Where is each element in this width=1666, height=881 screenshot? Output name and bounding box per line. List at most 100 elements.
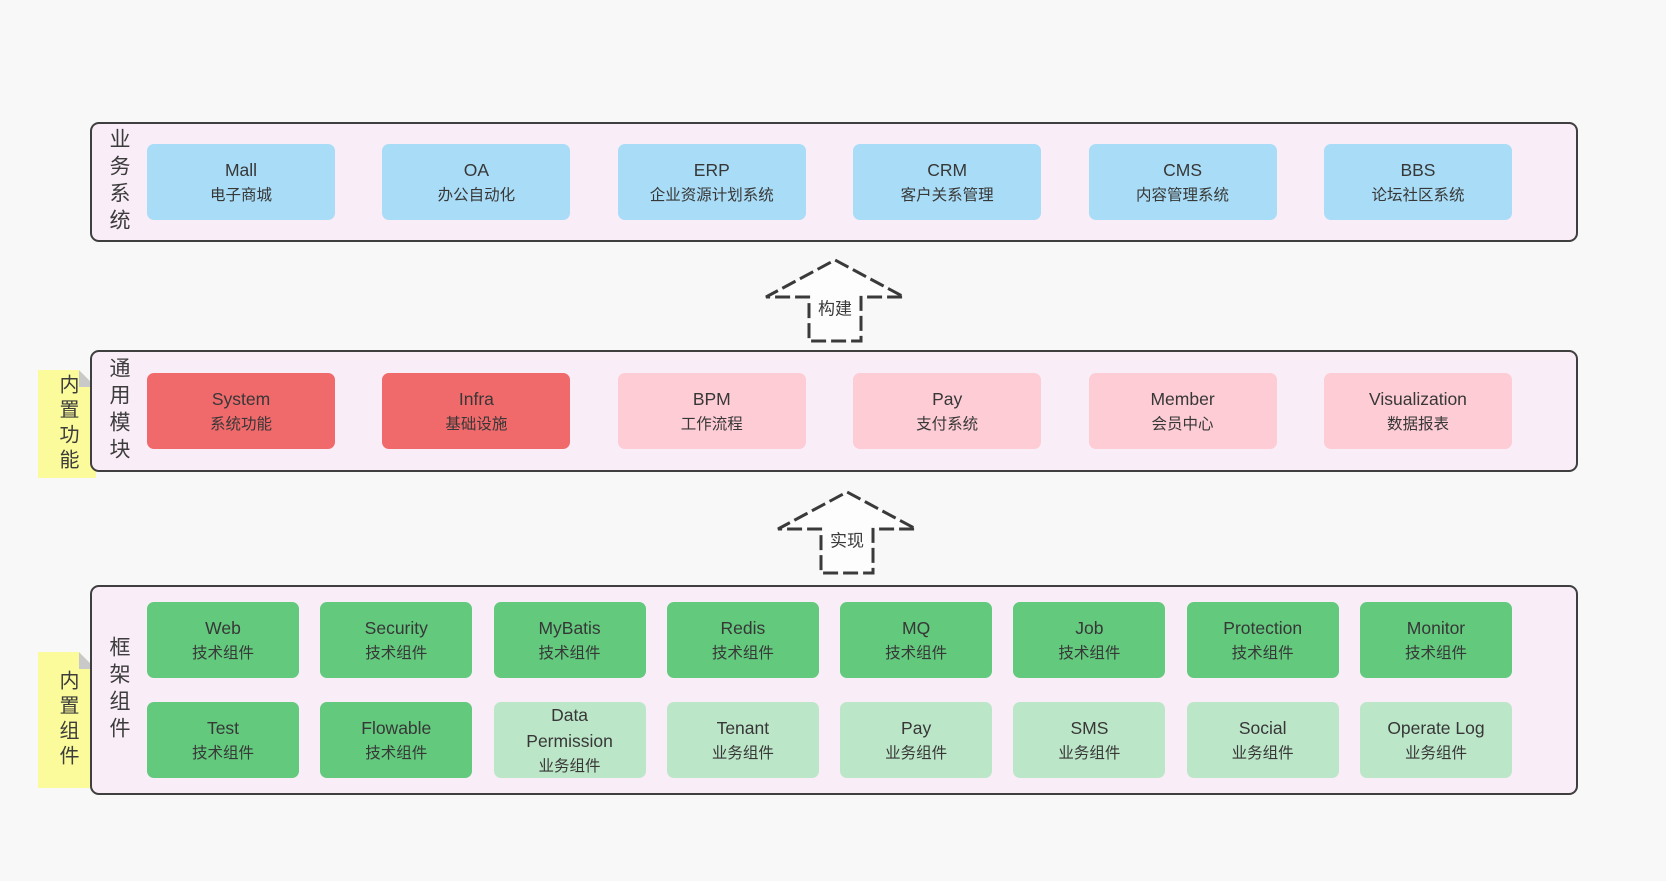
box-title: Social [1238, 718, 1287, 739]
box-sms: SMS 业务组件 [1013, 702, 1166, 778]
box-title: Tenant [716, 718, 770, 739]
panel-label: 通用模块 [107, 357, 130, 465]
box-subtitle: 技术组件 [1404, 644, 1467, 662]
sticky-note-label: 内置功能 [56, 374, 78, 474]
box-title: Pay [901, 718, 932, 739]
box-title: Visualization [1368, 389, 1467, 410]
box-protection: Protection 技术组件 [1186, 602, 1339, 678]
box-visualization: Visualization 数据报表 [1323, 373, 1512, 449]
box-subtitle: 办公自动化 [437, 186, 516, 204]
box-member: Member 会员中心 [1088, 373, 1277, 449]
box-title: Job [1075, 618, 1104, 639]
box-subtitle: 支付系统 [916, 415, 979, 433]
box-social: Social 业务组件 [1186, 702, 1339, 778]
box-test: Test 技术组件 [147, 702, 299, 778]
box-security: Security 技术组件 [320, 602, 473, 678]
box-cms: CMS 内容管理系统 [1088, 144, 1277, 220]
box-title: Redis [720, 618, 766, 639]
box-title: MQ [902, 618, 931, 639]
arrow-label: 实现 [826, 525, 868, 553]
common-modules-panel: 通用模块 System 系统功能 Infra 基础设施 BPM 工作流程 Pay… [90, 350, 1578, 472]
box-subtitle: 系统功能 [209, 415, 272, 433]
box-title: Flowable [361, 718, 432, 739]
box-title: Operate Log [1387, 718, 1485, 739]
framework-boxes: Web 技术组件 Security 技术组件 MyBatis 技术组件 Redi… [137, 587, 1576, 793]
box-subtitle: 业务组件 [711, 744, 774, 762]
sticky-note-builtin-components: 内置组件 [38, 652, 96, 788]
box-subtitle: 业务组件 [1058, 744, 1121, 762]
box-bbs: BBS 论坛社区系统 [1323, 144, 1512, 220]
framework-row-2: Test 技术组件 Flowable 技术组件 Data Permission … [147, 702, 1512, 778]
box-title: Member [1150, 389, 1215, 410]
box-subtitle: 内容管理系统 [1136, 186, 1230, 204]
box-title: Infra [458, 389, 494, 410]
box-subtitle: 技术组件 [885, 644, 948, 662]
box-operate-log: Operate Log 业务组件 [1359, 702, 1512, 778]
box-title: ERP [693, 160, 730, 181]
box-subtitle: 论坛社区系统 [1371, 186, 1465, 204]
box-title: Security [364, 618, 428, 639]
box-title: CMS [1163, 160, 1202, 181]
box-subtitle: 业务组件 [1404, 744, 1467, 762]
implement-arrow: 实现 [772, 487, 922, 577]
box-subtitle: 业务组件 [538, 757, 601, 775]
box-pay-system: Pay 支付系统 [853, 373, 1042, 449]
box-title: BPM [692, 389, 731, 410]
box-subtitle: 客户关系管理 [900, 186, 994, 204]
box-title: Protection [1223, 618, 1303, 639]
box-job: Job 技术组件 [1013, 602, 1166, 678]
box-subtitle: 工作流程 [680, 415, 743, 433]
box-subtitle: 技术组件 [1058, 644, 1121, 662]
box-erp: ERP 企业资源计划系统 [617, 144, 806, 220]
panel-label: 框架组件 [107, 636, 130, 744]
panel-label: 业务系统 [107, 128, 130, 236]
box-mq: MQ 技术组件 [840, 602, 993, 678]
box-pay-component: Pay 业务组件 [840, 702, 993, 778]
box-subtitle: 技术组件 [191, 644, 254, 662]
box-web: Web 技术组件 [147, 602, 299, 678]
box-subtitle: 技术组件 [711, 644, 774, 662]
box-subtitle: 业务组件 [885, 744, 948, 762]
box-title: BBS [1400, 160, 1436, 181]
box-subtitle: 数据报表 [1386, 415, 1449, 433]
framework-row-1: Web 技术组件 Security 技术组件 MyBatis 技术组件 Redi… [147, 602, 1512, 678]
box-bpm: BPM 工作流程 [617, 373, 806, 449]
box-title: MyBatis [538, 618, 601, 639]
box-title: Monitor [1406, 618, 1466, 639]
sticky-note-builtin-functions: 内置功能 [38, 370, 96, 478]
box-subtitle: 技术组件 [1231, 644, 1294, 662]
box-title: OA [463, 160, 490, 181]
business-boxes-row: Mall 电子商城 OA 办公自动化 ERP 企业资源计划系统 CRM 客户关系… [137, 124, 1576, 240]
build-arrow: 构建 [760, 255, 910, 345]
box-oa: OA 办公自动化 [382, 144, 571, 220]
box-title: Mall [224, 160, 258, 181]
box-subtitle: 技术组件 [365, 744, 428, 762]
box-subtitle: 基础设施 [445, 415, 508, 433]
box-data-permission: Data Permission 业务组件 [493, 702, 646, 778]
sticky-note-label: 内置组件 [56, 670, 78, 770]
box-flowable: Flowable 技术组件 [320, 702, 473, 778]
box-title: SMS [1070, 718, 1109, 739]
box-subtitle: 会员中心 [1151, 415, 1214, 433]
box-mybatis: MyBatis 技术组件 [493, 602, 646, 678]
box-infra: Infra 基础设施 [382, 373, 571, 449]
box-subtitle: 电子商城 [209, 186, 272, 204]
box-subtitle: 技术组件 [191, 744, 254, 762]
box-subtitle: 技术组件 [538, 644, 601, 662]
box-title: CRM [927, 160, 968, 181]
business-systems-panel: 业务系统 Mall 电子商城 OA 办公自动化 ERP 企业资源计划系统 CRM… [90, 122, 1578, 242]
box-system: System 系统功能 [147, 373, 335, 449]
box-subtitle: 企业资源计划系统 [649, 186, 774, 204]
box-title: System [211, 389, 271, 410]
modules-boxes-row: System 系统功能 Infra 基础设施 BPM 工作流程 Pay 支付系统… [137, 352, 1576, 470]
box-crm: CRM 客户关系管理 [853, 144, 1042, 220]
box-redis: Redis 技术组件 [666, 602, 819, 678]
box-tenant: Tenant 业务组件 [666, 702, 819, 778]
framework-components-panel: 框架组件 Web 技术组件 Security 技术组件 MyBatis 技术组件… [90, 585, 1578, 795]
box-title: Test [206, 718, 240, 739]
arrow-label: 构建 [814, 293, 856, 321]
box-title: Pay [932, 389, 963, 410]
box-title: Web [205, 618, 241, 639]
box-mall: Mall 电子商城 [147, 144, 335, 220]
box-subtitle: 业务组件 [1231, 744, 1294, 762]
